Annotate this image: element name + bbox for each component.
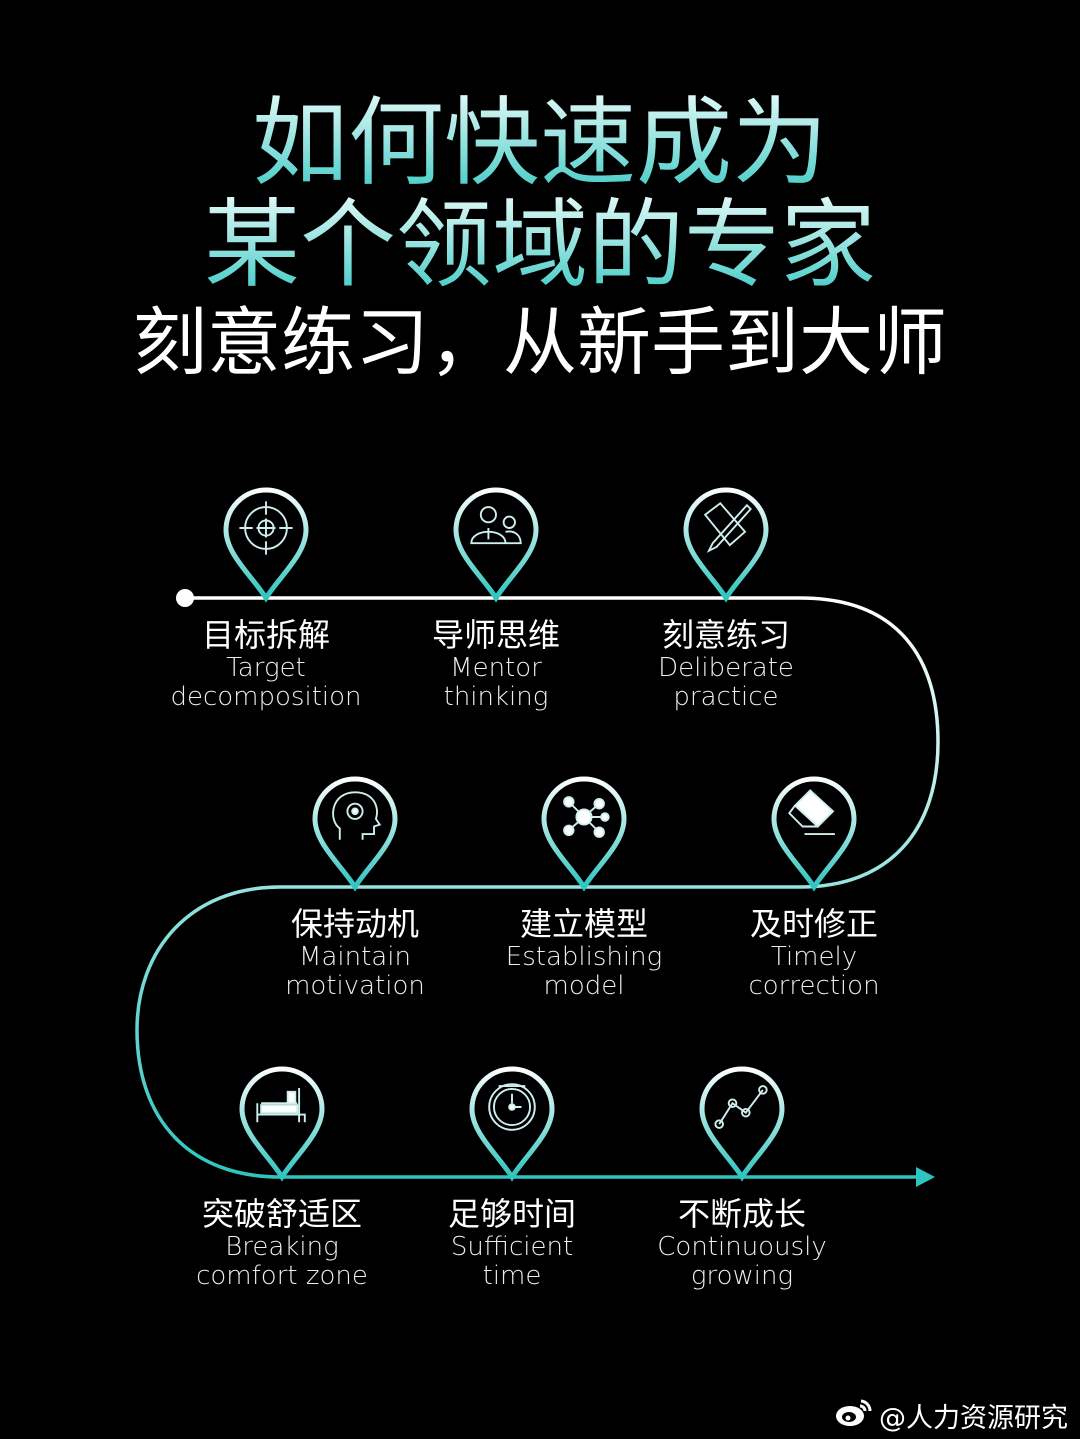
step-label-7: 突破舒适区 Breaking comfort zone bbox=[152, 1195, 412, 1291]
step-title-en-1: Target bbox=[226, 653, 306, 683]
step-title-en-1: Continuously bbox=[657, 1232, 827, 1262]
map-pin-2 bbox=[453, 487, 539, 603]
step-title-zh: 不断成长 bbox=[677, 1195, 806, 1233]
growth-chart-icon bbox=[714, 1085, 768, 1129]
step-title-en-2: thinking bbox=[443, 682, 549, 712]
map-pin-1 bbox=[223, 487, 309, 603]
step-label-8: 足够时间 Sufficient time bbox=[382, 1195, 642, 1291]
step-title-en-2: correction bbox=[748, 971, 880, 1001]
step-title-zh: 建立模型 bbox=[519, 905, 648, 943]
step-title-en-1: Sufficient bbox=[450, 1232, 574, 1262]
step-title-en-1: Breaking bbox=[225, 1232, 339, 1262]
eraser-icon bbox=[788, 789, 835, 836]
step-title-zh: 刻意练习 bbox=[661, 616, 790, 654]
step-title-zh: 保持动机 bbox=[290, 905, 419, 943]
step-label-6: 及时修正 Timely correction bbox=[684, 905, 944, 1001]
step-label-9: 不断成长 Continuously growing bbox=[612, 1195, 872, 1291]
map-pin-8 bbox=[469, 1066, 555, 1182]
step-title-en-1: Deliberate bbox=[658, 653, 794, 683]
arrow-head-icon bbox=[916, 1167, 935, 1187]
step-title-en-1: Timely bbox=[770, 942, 858, 972]
step-title-zh: 导师思维 bbox=[431, 616, 560, 654]
title-line-1: 如何快速成为 bbox=[0, 88, 1080, 198]
step-title-en-1: Mentor bbox=[450, 653, 542, 683]
map-pin-6 bbox=[771, 776, 857, 892]
step-title-zh: 足够时间 bbox=[447, 1195, 576, 1233]
step-title-en-2: motivation bbox=[285, 971, 425, 1001]
head-gear-icon bbox=[332, 791, 382, 840]
start-dot bbox=[176, 589, 194, 607]
map-pin-7 bbox=[239, 1066, 325, 1182]
mentor-icon bbox=[470, 506, 522, 545]
step-label-3: 刻意练习 Deliberate practice bbox=[596, 616, 856, 712]
network-icon bbox=[563, 796, 610, 838]
bed-icon bbox=[256, 1087, 306, 1123]
step-title-en-2: growing bbox=[690, 1261, 794, 1291]
target-icon bbox=[239, 501, 293, 555]
step-title-en-2: comfort zone bbox=[196, 1261, 368, 1291]
clock-icon bbox=[488, 1083, 536, 1131]
subtitle: 刻意练习，从新手到大师 bbox=[133, 300, 947, 386]
step-title-en-2: model bbox=[543, 971, 625, 1001]
step-title-en-2: practice bbox=[673, 682, 779, 712]
step-title-en-1: Maintain bbox=[299, 942, 411, 972]
title-line-2: 某个领域的专家 bbox=[0, 190, 1080, 300]
step-title-zh: 及时修正 bbox=[749, 905, 878, 943]
step-title-zh: 目标拆解 bbox=[201, 616, 330, 654]
pen-paper-icon bbox=[703, 502, 753, 553]
map-pin-3 bbox=[683, 487, 769, 603]
step-title-en-2: time bbox=[482, 1261, 542, 1291]
step-label-2: 导师思维 Mentor thinking bbox=[366, 616, 626, 712]
roadmap-path bbox=[135, 596, 940, 1179]
weibo-icon bbox=[835, 1397, 873, 1434]
map-pin-5 bbox=[541, 776, 627, 892]
step-title-en-2: decomposition bbox=[170, 682, 362, 712]
step-title-en-1: Establishing bbox=[505, 942, 663, 972]
step-title-zh: 突破舒适区 bbox=[201, 1195, 362, 1233]
watermark: @人力资源研究 bbox=[835, 1396, 1068, 1435]
map-pin-4 bbox=[312, 776, 398, 892]
step-label-5: 建立模型 Establishing model bbox=[454, 905, 714, 1001]
step-label-4: 保持动机 Maintain motivation bbox=[225, 905, 485, 1001]
watermark-text: @人力资源研究 bbox=[879, 1403, 1068, 1434]
step-label-1: 目标拆解 Target decomposition bbox=[136, 616, 396, 712]
map-pin-9 bbox=[699, 1066, 785, 1182]
